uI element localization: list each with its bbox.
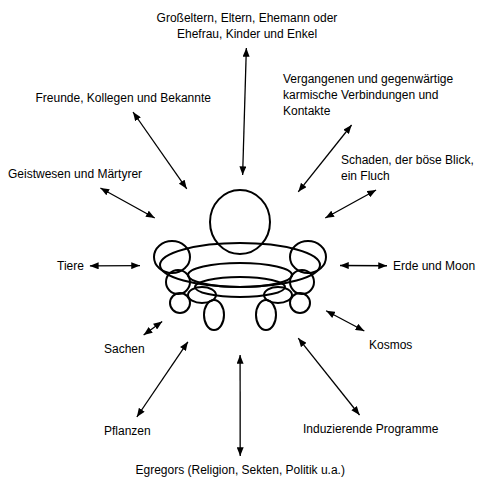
double-arrow (90, 265, 140, 267)
influence-label: Erde und Moon (393, 258, 475, 274)
influence-label: Vergangenen und gegenwärtige karmische V… (283, 71, 468, 119)
influence-label: Geistwesen und Märtyrer (8, 166, 142, 182)
double-arrow (298, 125, 351, 192)
figure-ellipse (160, 243, 320, 287)
node-text: Induzierende Programme (303, 421, 438, 437)
double-arrow (325, 190, 376, 218)
double-arrow (298, 338, 359, 415)
node-text: Sachen (104, 341, 145, 357)
node-text: Freunde, Kollegen und Bekannte (36, 90, 211, 106)
influence-label: Sachen (104, 341, 145, 357)
node-text: Vergangenen und gegenwärtige karmische V… (283, 71, 468, 119)
node-text: Tiere (57, 258, 84, 274)
figure-ellipse (154, 241, 190, 273)
figure-ellipse (290, 270, 314, 294)
double-arrow (239, 355, 240, 456)
double-arrow (340, 265, 387, 267)
node-text: Pflanzen (104, 423, 151, 439)
influence-label: Induzierende Programme (303, 421, 438, 437)
node-text: Kosmos (369, 337, 412, 353)
figure-ellipse (188, 263, 292, 287)
influence-label: Kosmos (369, 337, 412, 353)
influence-label: Schaden, der böse Blick, ein Fluch (341, 152, 491, 184)
double-arrow (326, 311, 364, 331)
figure-ellipse (290, 293, 310, 313)
double-arrow (144, 322, 163, 335)
influence-label: Pflanzen (104, 423, 151, 439)
node-text: Geistwesen und Märtyrer (8, 166, 142, 182)
node-text: Egregors (Religion, Sekten, Politik u.a.… (136, 462, 345, 478)
figure-ellipse (290, 241, 326, 273)
double-arrow (133, 112, 187, 189)
node-text: Schaden, der böse Blick, ein Fluch (341, 152, 491, 184)
influence-label: Tiere (57, 258, 84, 274)
influence-label: Egregors (Religion, Sekten, Politik u.a.… (136, 462, 345, 478)
influence-label: Freunde, Kollegen und Bekannte (36, 90, 211, 106)
figure-ellipse (166, 270, 190, 294)
influence-label: Großeltern, Eltern, Ehemann oder Ehefrau… (155, 10, 340, 42)
human-figure (140, 175, 340, 355)
figure-outline (140, 175, 340, 355)
node-text: Erde und Moon (393, 258, 475, 274)
double-arrow (243, 48, 247, 175)
figure-ellipse (170, 293, 190, 313)
figure-ellipse (256, 300, 276, 330)
figure-ellipse (204, 300, 224, 330)
double-arrow (100, 188, 154, 218)
node-text: Großeltern, Eltern, Ehemann oder Ehefrau… (155, 10, 340, 42)
double-arrow (137, 342, 188, 417)
